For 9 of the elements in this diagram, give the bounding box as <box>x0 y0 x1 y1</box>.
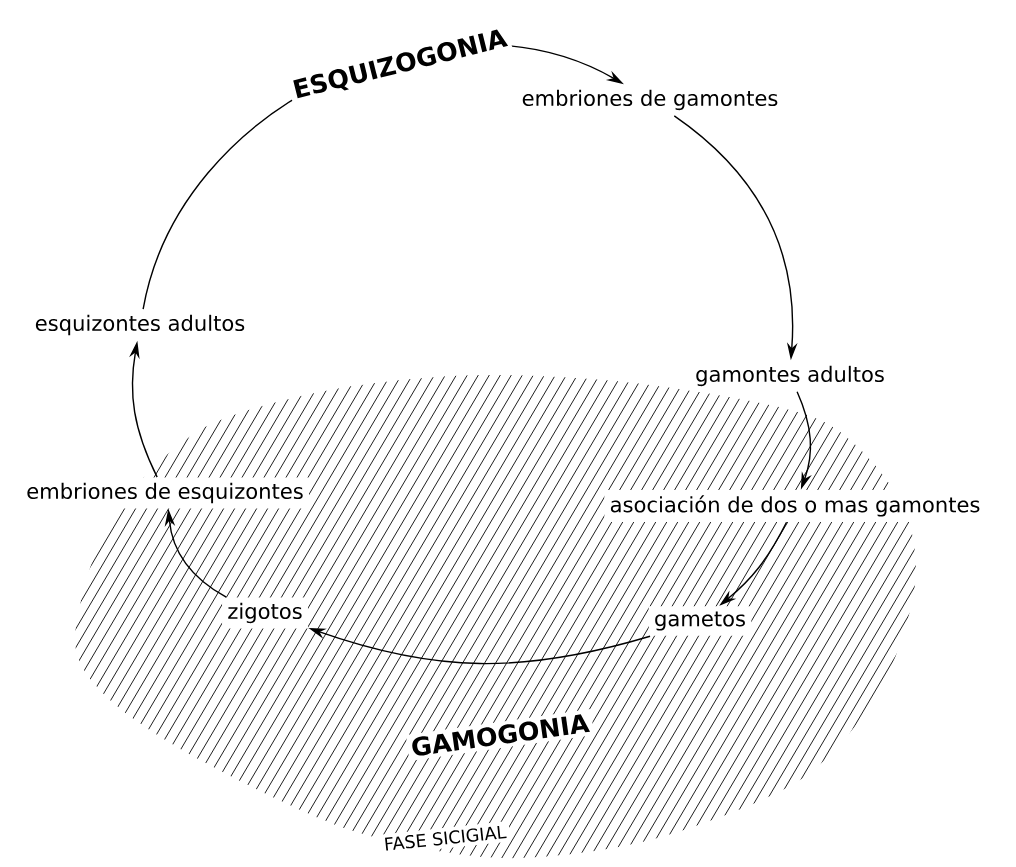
phase-title: GAMOGONIA <box>405 709 595 761</box>
stage-label: zigotos <box>222 597 308 629</box>
stage-label: gamontes adultos <box>689 360 891 392</box>
stage-label: embriones de esquizontes <box>20 477 310 509</box>
stage-label: gametos <box>648 606 752 636</box>
stage-label: esquizontes adultos <box>29 309 251 341</box>
phase-title: FASE SICIGIAL <box>379 821 511 855</box>
stage-label: embriones de gamontes <box>516 84 784 116</box>
stage-label: asociación de dos o mas gamontes <box>604 490 986 522</box>
